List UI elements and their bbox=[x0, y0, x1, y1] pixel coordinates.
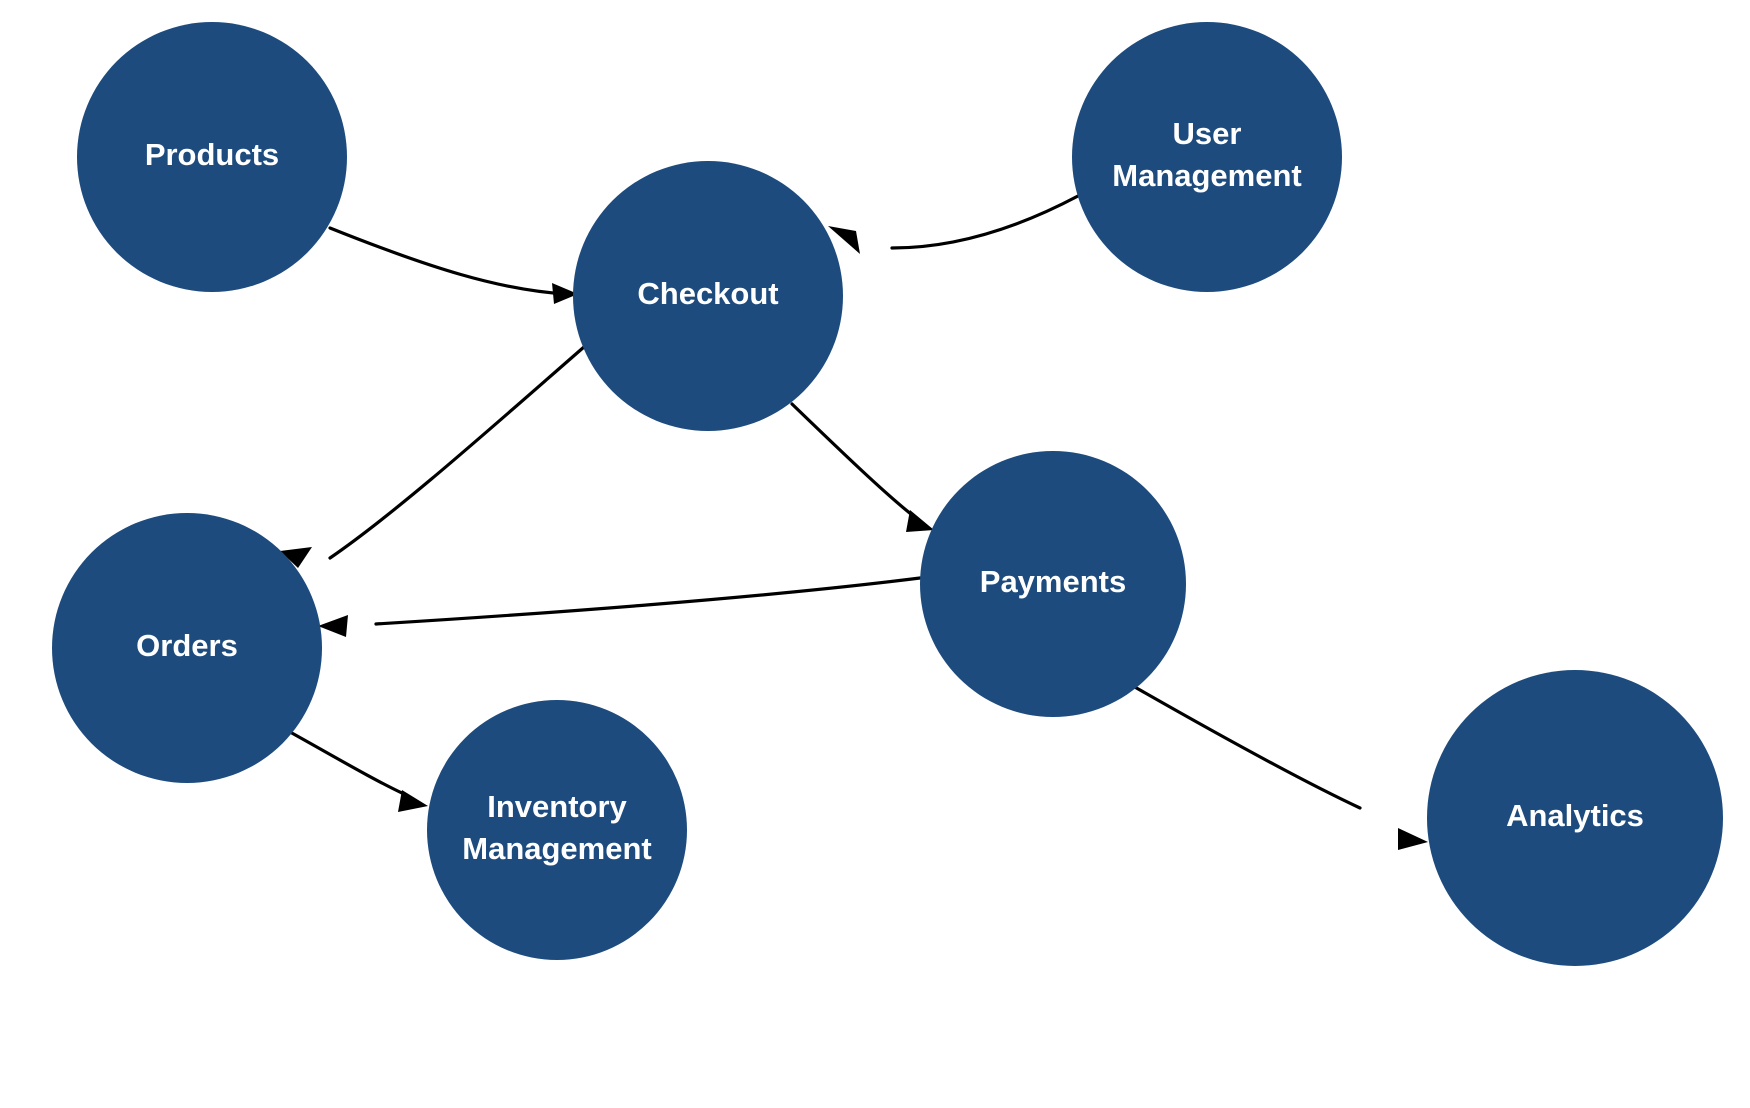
node-checkout[interactable]: Checkout bbox=[573, 161, 843, 431]
edges-layer bbox=[279, 194, 1428, 850]
edge-line bbox=[328, 226, 568, 296]
arrowhead-icon bbox=[1398, 828, 1428, 850]
node-circle[interactable] bbox=[1072, 22, 1342, 292]
edge-payments-to-orders bbox=[318, 576, 922, 637]
edge-line bbox=[890, 194, 1080, 250]
arrowhead-icon bbox=[398, 790, 428, 812]
edge-checkout-to-payments bbox=[790, 402, 934, 532]
edge-line bbox=[279, 725, 406, 796]
node-circle[interactable] bbox=[52, 513, 322, 783]
edge-products-to-checkout bbox=[328, 226, 578, 304]
node-circle[interactable] bbox=[920, 451, 1186, 717]
arrowhead-icon bbox=[280, 547, 312, 568]
arrowhead-icon bbox=[828, 226, 860, 254]
edge-line bbox=[790, 402, 918, 520]
edge-line bbox=[374, 576, 922, 626]
arrowhead-icon bbox=[906, 510, 934, 532]
node-products[interactable]: Products bbox=[77, 22, 347, 292]
node-payments[interactable]: Payments bbox=[920, 451, 1186, 717]
arrowhead-icon bbox=[318, 615, 348, 637]
edge-user-management-to-checkout bbox=[828, 194, 1080, 254]
edge-orders-to-inventory-management bbox=[279, 725, 428, 812]
edge-line bbox=[328, 338, 594, 560]
node-circle[interactable] bbox=[77, 22, 347, 292]
node-orders[interactable]: Orders bbox=[52, 513, 322, 783]
node-analytics[interactable]: Analytics bbox=[1427, 670, 1723, 966]
node-circle[interactable] bbox=[573, 161, 843, 431]
edge-line bbox=[1131, 684, 1362, 810]
edge-checkout-to-orders bbox=[280, 338, 594, 568]
arrowhead-icon bbox=[552, 283, 578, 304]
node-circle[interactable] bbox=[427, 700, 687, 960]
edge-payments-to-analytics bbox=[1131, 684, 1428, 850]
node-circle[interactable] bbox=[1427, 670, 1723, 966]
